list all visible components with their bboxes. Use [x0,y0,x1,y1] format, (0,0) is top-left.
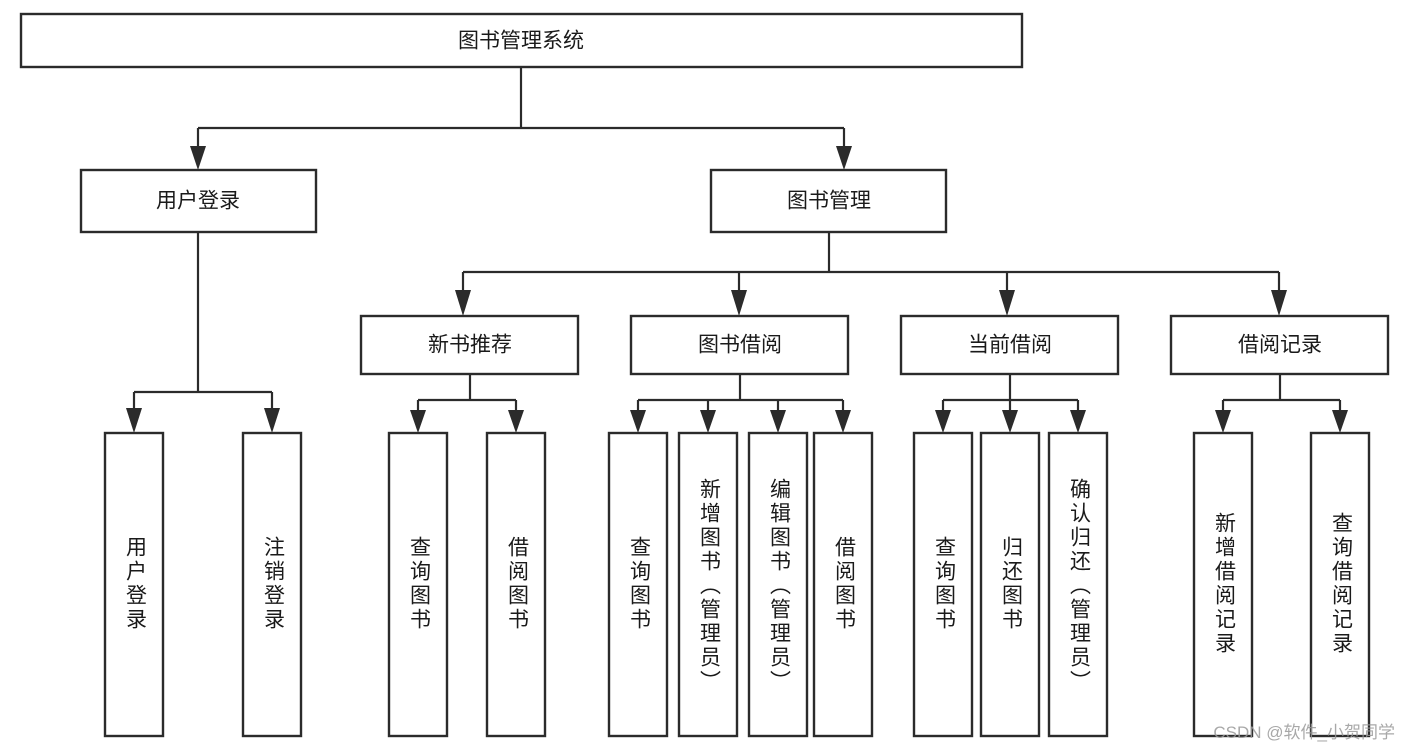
node-leaf-edit-book[interactable]: 编辑图书（管理员） [747,431,809,738]
node-new-book-rec[interactable]: 新书推荐 [359,314,580,376]
node-current-borrow-label: 当前借阅 [968,334,1052,357]
node-leaf-user-login[interactable]: 用户登录 [103,431,165,738]
node-leaf-confirm-return-label: 确认归还（管理员） [1067,478,1091,694]
node-leaf-borrow-book-1-label: 借阅图书 [505,536,529,632]
node-book-borrow[interactable]: 图书借阅 [629,314,850,376]
node-user-login[interactable]: 用户登录 [79,168,318,234]
node-leaf-add-record[interactable]: 新增借阅记录 [1192,431,1254,738]
node-leaf-add-book[interactable]: 新增图书（管理员） [677,431,739,738]
node-leaf-query-book-3[interactable]: 查询图书 [912,431,974,738]
connectors-book-borrow-to-leaves [630,374,851,433]
csdn-watermark: CSDN @软件_小贺同学 [1213,723,1395,742]
node-leaf-query-record-label: 查询借阅记录 [1329,512,1353,656]
connectors-user-login-to-leaves [126,232,280,433]
arrow-root-to-book-manage [836,146,852,170]
node-leaf-logout[interactable]: 注销登录 [241,431,303,738]
arrow-root-to-user-login [190,146,206,170]
connectors-book-manage-to-level3 [461,232,1281,292]
node-new-book-rec-label: 新书推荐 [428,334,512,357]
node-leaf-borrow-book-2[interactable]: 借阅图书 [812,431,874,738]
node-book-manage[interactable]: 图书管理 [709,168,948,234]
node-leaf-logout-label: 注销登录 [261,536,285,632]
connectors-current-borrow-to-leaves [935,374,1086,433]
node-root-label: 图书管理系统 [458,30,584,53]
node-leaf-confirm-return[interactable]: 确认归还（管理员） [1047,431,1109,738]
node-borrow-record-label: 借阅记录 [1238,334,1322,357]
node-leaf-return-book-label: 归还图书 [999,536,1023,632]
node-leaf-query-book-1[interactable]: 查询图书 [387,431,449,738]
node-leaf-edit-book-label: 编辑图书（管理员） [767,478,791,694]
node-book-borrow-label: 图书借阅 [698,334,782,357]
node-leaf-user-login-label: 用户登录 [123,536,147,632]
node-current-borrow[interactable]: 当前借阅 [899,314,1120,376]
node-leaf-return-book[interactable]: 归还图书 [979,431,1041,738]
node-book-manage-label: 图书管理 [787,190,871,213]
connectors-new-book-rec-to-leaves [410,374,524,433]
node-leaf-add-book-label: 新增图书（管理员） [697,478,721,694]
connectors-root-to-level2 [196,67,846,148]
node-leaf-add-record-label: 新增借阅记录 [1212,512,1236,656]
arrows-book-manage-to-level3 [455,290,1287,316]
node-leaf-query-record[interactable]: 查询借阅记录 [1309,431,1371,738]
connectors-borrow-record-to-leaves [1215,374,1348,433]
node-leaf-query-book-2-label: 查询图书 [627,536,651,632]
node-leaf-query-book-2[interactable]: 查询图书 [607,431,669,738]
node-leaf-query-book-1-label: 查询图书 [407,536,431,632]
node-leaf-borrow-book-1[interactable]: 借阅图书 [485,431,547,738]
node-root[interactable]: 图书管理系统 [19,12,1024,69]
node-user-login-label: 用户登录 [156,190,240,213]
node-leaf-borrow-book-2-label: 借阅图书 [832,536,856,632]
node-borrow-record[interactable]: 借阅记录 [1169,314,1390,376]
node-leaf-query-book-3-label: 查询图书 [932,536,956,632]
